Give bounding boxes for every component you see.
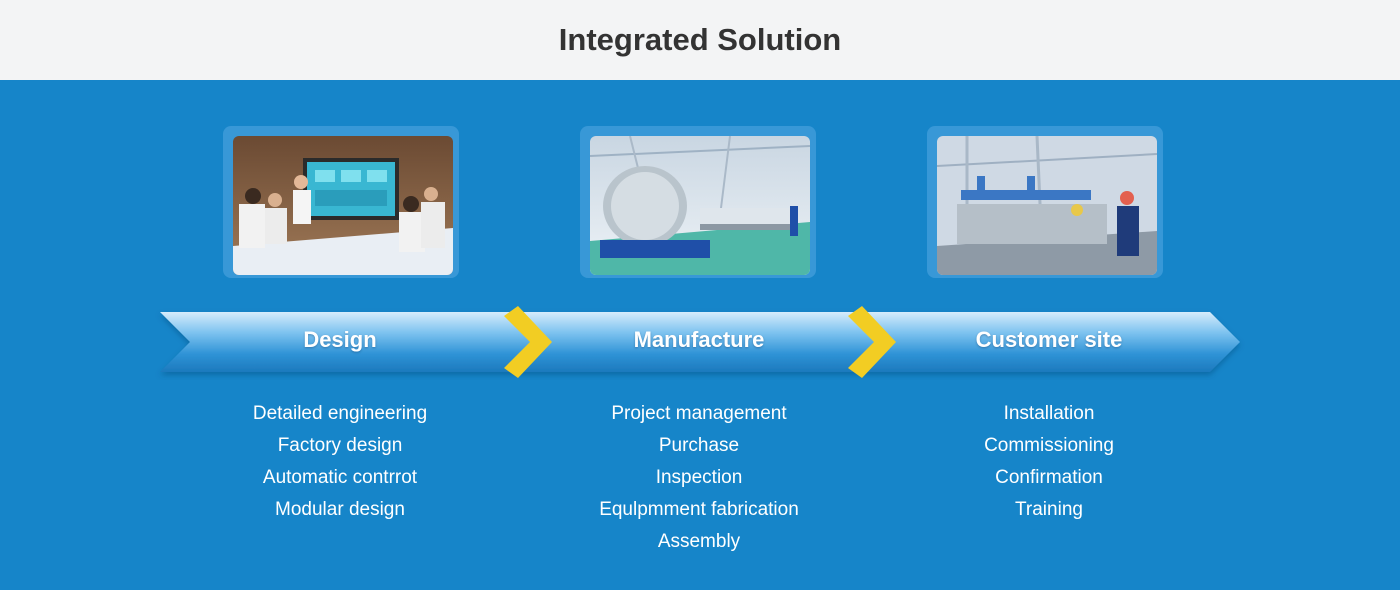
stage-label-manufacture: Manufacture — [633, 327, 765, 352]
list-item: Equlpmment fabrication — [599, 499, 799, 520]
list-item: Installation — [1003, 403, 1095, 424]
stage-design-photo-frame — [223, 126, 459, 278]
factory-floor-photo — [590, 136, 810, 275]
list-item: Commissioning — [984, 435, 1114, 456]
chevron-right-icon — [848, 306, 896, 378]
stage-label-design: Design — [303, 327, 377, 352]
list-item: Detailed engineering — [252, 403, 428, 424]
solution-panel: Design Manufacture Customer site Detaile… — [0, 80, 1400, 590]
stage-manufacture-photo-frame — [580, 126, 816, 278]
list-item: Modular design — [275, 499, 405, 520]
page-title: Integrated Solution — [558, 22, 842, 57]
list-item: Confirmation — [995, 467, 1103, 488]
list-item: Assembly — [657, 531, 741, 552]
stage-label-customer-site: Customer site — [975, 327, 1123, 352]
list-item: Project management — [611, 403, 787, 424]
list-item: Factory design — [277, 435, 403, 456]
header-bar: Integrated Solution — [0, 0, 1400, 80]
design-task-list: Detailed engineering Factory design Auto… — [190, 398, 490, 526]
chevron-right-icon — [504, 306, 552, 378]
list-item: Purchase — [658, 435, 740, 456]
list-item: Inspection — [655, 467, 743, 488]
list-item: Training — [1015, 499, 1083, 520]
process-arrow — [0, 305, 1400, 380]
customer-site-task-list: Installation Commissioning Confirmation … — [899, 398, 1199, 526]
meeting-room-photo — [233, 136, 453, 275]
list-item: Automatic contrrot — [262, 467, 418, 488]
installation-worker-photo — [937, 136, 1157, 275]
manufacture-task-list: Project management Purchase Inspection E… — [549, 398, 849, 558]
stage-customer-photo-frame — [927, 126, 1163, 278]
